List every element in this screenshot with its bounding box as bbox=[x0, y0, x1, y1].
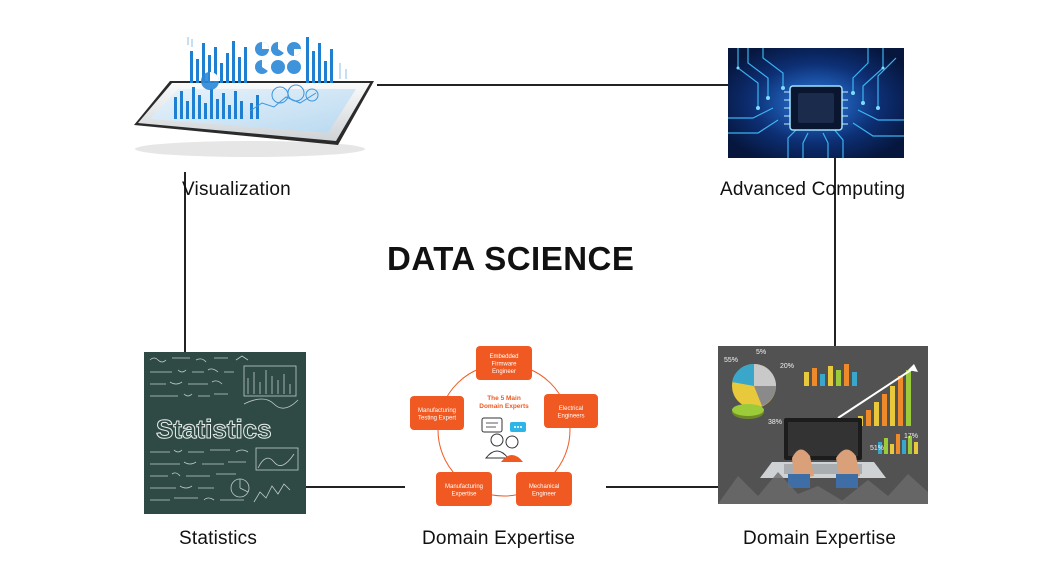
experts-center-title: The 5 Main Domain Experts bbox=[479, 395, 529, 410]
analytics-image: 55% 5% 20% 38% 17% 51% bbox=[718, 346, 928, 504]
label-advanced-computing: Advanced Computing bbox=[720, 179, 906, 200]
statistics-chalk-word: Statistics bbox=[156, 414, 272, 444]
experts-people-icon bbox=[481, 417, 526, 462]
connector-top bbox=[377, 84, 730, 86]
analytics-percent-label: 51% bbox=[870, 445, 884, 452]
analytics-percent-label: 20% bbox=[780, 363, 794, 370]
expert-box-label: Testing Expert bbox=[418, 415, 456, 421]
label-domain-expertise-center: Domain Expertise bbox=[422, 528, 576, 549]
expert-box-label: Manufacturing bbox=[445, 484, 483, 490]
label-statistics: Statistics bbox=[179, 528, 258, 549]
expert-box-label: Engineer bbox=[532, 491, 556, 497]
expert-box-label: Expertise bbox=[451, 491, 477, 497]
visualization-image bbox=[130, 33, 376, 161]
advanced-computing-image bbox=[728, 48, 904, 158]
analytics-percent-label: 5% bbox=[756, 349, 766, 356]
expert-box-label: Electrical bbox=[559, 406, 583, 412]
expert-box-label: Mechanical bbox=[529, 484, 559, 490]
expert-box-label: Embedded bbox=[489, 354, 518, 360]
label-visualization: Visualization bbox=[182, 179, 291, 200]
statistics-image: Statistics bbox=[144, 352, 306, 514]
expert-box-label: Manufacturing bbox=[418, 408, 456, 414]
svg-text:The 5 Main: The 5 Main bbox=[487, 395, 521, 402]
svg-text:Domain Experts: Domain Experts bbox=[479, 403, 529, 410]
expert-box-label: Engineers bbox=[557, 413, 584, 419]
connector-right bbox=[834, 155, 836, 348]
connector-left bbox=[184, 172, 186, 357]
analytics-percent-label: 38% bbox=[768, 419, 782, 426]
connector-bottom-right bbox=[606, 486, 721, 488]
expert-box-label: Engineer bbox=[492, 369, 516, 375]
connector-bottom-left bbox=[305, 486, 405, 488]
analytics-percent-label: 17% bbox=[904, 433, 918, 440]
expert-box-label: Firmware bbox=[492, 362, 518, 368]
label-domain-expertise-right: Domain Expertise bbox=[743, 528, 897, 549]
diagram-title: DATA SCIENCE bbox=[387, 240, 635, 277]
analytics-percent-label: 55% bbox=[724, 357, 738, 364]
